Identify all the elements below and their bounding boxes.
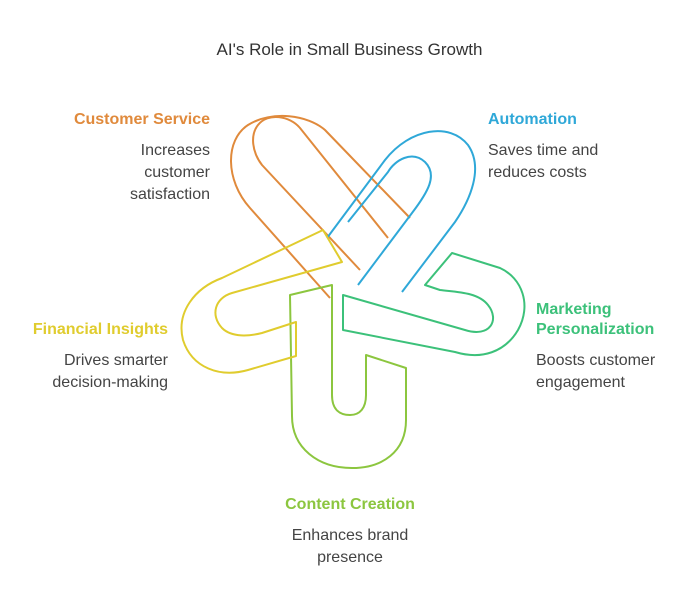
- customer-service-description: Increases customer satisfaction: [129, 142, 210, 203]
- content-creation-description: Enhances brand presence: [291, 527, 409, 566]
- financial-insights-description: Drives smarter decision-making: [52, 352, 168, 391]
- automation-loop: [326, 130, 477, 293]
- content-creation-label: Content Creation: [285, 496, 415, 513]
- marketing-description: Boosts customer engagement: [536, 352, 656, 391]
- financial-insights-label: Financial Insights: [32, 321, 168, 338]
- marketing-loop: [342, 252, 526, 356]
- customer-service-label: Customer Service: [73, 111, 210, 128]
- financial-insights-loop: [180, 229, 343, 374]
- automation-description: Saves time and reduces costs: [488, 142, 599, 181]
- content-creation-loop: [289, 284, 407, 469]
- automation-label: Automation: [488, 111, 577, 128]
- marketing-label: Marketing Personalization: [536, 301, 655, 338]
- customer-service-loop: [230, 114, 411, 299]
- page-title: AI's Role in Small Business Growth: [216, 40, 483, 59]
